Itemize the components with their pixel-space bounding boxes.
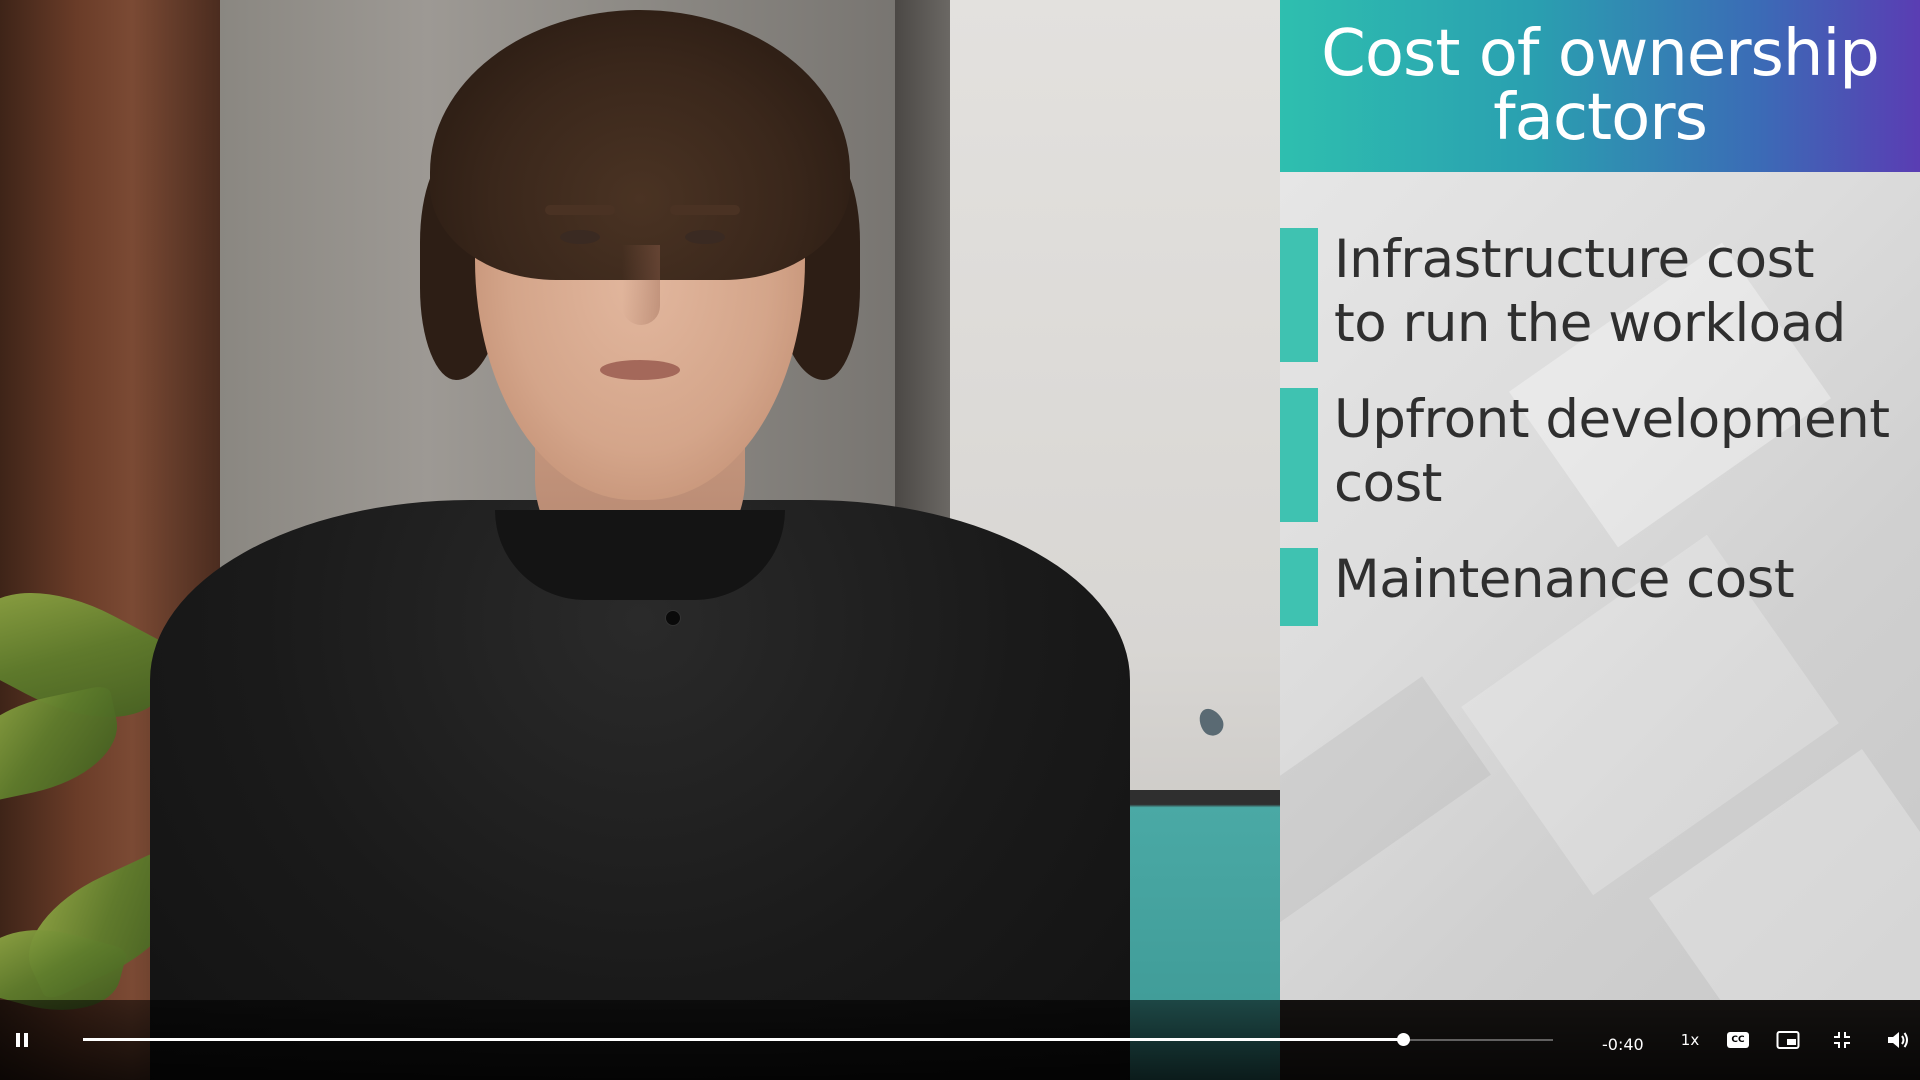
slide-header: Cost of ownership factors — [1280, 0, 1920, 172]
volume-button[interactable] — [1878, 1020, 1918, 1060]
closed-captions-icon: CC — [1727, 1032, 1749, 1048]
pause-icon — [16, 1033, 28, 1047]
slide-panel: Cost of ownership factors Infrastructure… — [1280, 0, 1920, 1000]
picture-in-picture-icon — [1776, 1031, 1800, 1049]
bullet-line: Maintenance cost — [1334, 549, 1795, 610]
presenter-brow — [670, 205, 740, 215]
exit-fullscreen-icon — [1834, 1032, 1850, 1048]
presenter-hair — [430, 10, 850, 280]
bullet-line: cost — [1334, 453, 1442, 514]
captions-button[interactable]: CC — [1718, 1020, 1758, 1060]
lapel-mic — [665, 610, 681, 626]
presenter-mouth — [600, 360, 680, 380]
bullet-text: Infrastructure cost to run the workload — [1334, 228, 1846, 356]
bullet-line: to run the workload — [1334, 293, 1846, 354]
bullet-text: Maintenance cost — [1334, 548, 1795, 612]
slide-bullet: Upfront development cost — [1280, 388, 1890, 522]
slide-bullet: Infrastructure cost to run the workload — [1280, 228, 1846, 362]
time-remaining: -0:40 — [1602, 1035, 1644, 1054]
playback-speed-button[interactable]: 1x — [1670, 1020, 1710, 1060]
volume-icon — [1888, 1032, 1908, 1048]
slide-title: Cost of ownership factors — [1321, 17, 1880, 155]
slide-title-line: factors — [1493, 81, 1708, 155]
progress-bar[interactable] — [83, 1033, 1553, 1046]
bullet-text: Upfront development cost — [1334, 388, 1890, 516]
bullet-accent-bar — [1280, 388, 1318, 522]
slide-decor-shape — [1280, 676, 1491, 924]
picture-in-picture-button[interactable] — [1768, 1020, 1808, 1060]
playback-speed-label: 1x — [1680, 1031, 1700, 1049]
bullet-line: Infrastructure cost — [1334, 229, 1814, 290]
video-frame[interactable] — [0, 0, 1280, 1080]
presenter-collar — [495, 510, 785, 600]
presenter — [150, 10, 1130, 1080]
progress-scrubber[interactable] — [1397, 1033, 1411, 1046]
bullet-accent-bar — [1280, 228, 1318, 362]
exit-fullscreen-button[interactable] — [1822, 1020, 1862, 1060]
slide-title-line: Cost of ownership — [1321, 17, 1880, 91]
presenter-eye — [560, 230, 600, 244]
presenter-brow — [545, 205, 615, 215]
presenter-nose — [622, 245, 660, 325]
bullet-line: Upfront development — [1334, 389, 1890, 450]
pause-button[interactable] — [2, 1020, 42, 1060]
progress-fill — [83, 1038, 1404, 1041]
bullet-accent-bar — [1280, 548, 1318, 626]
presenter-eye — [685, 230, 725, 244]
slide-bullet: Maintenance cost — [1280, 548, 1795, 626]
